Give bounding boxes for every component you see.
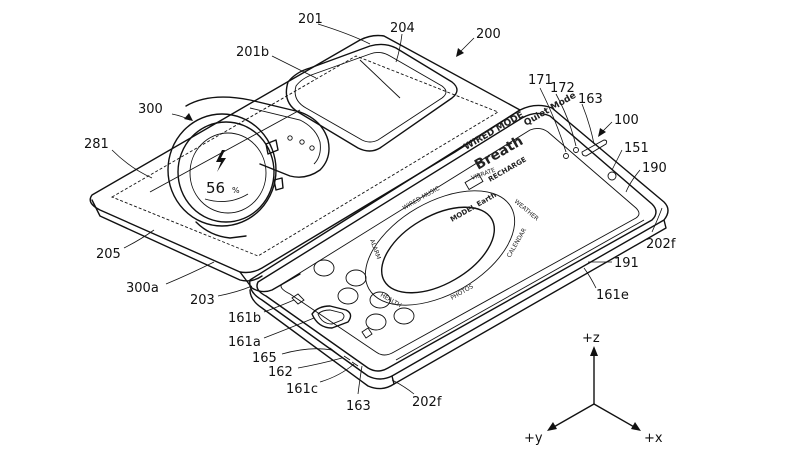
label-202f-right: 202f — [646, 237, 676, 252]
label-201b: 201b — [236, 45, 269, 60]
label-281: 281 — [84, 137, 109, 152]
label-300: 300 — [138, 102, 163, 117]
lightning-icon — [216, 150, 226, 172]
app-icon-3 — [337, 287, 359, 305]
label-100: 100 — [614, 113, 639, 128]
ring-label-5: HEALTH — [379, 292, 403, 310]
axis-z-label: +z — [582, 331, 600, 346]
label-171: 171 — [528, 73, 553, 88]
app-icon-2 — [345, 269, 367, 287]
smart-watch: 56 % — [167, 96, 330, 239]
app-icon-4 — [369, 291, 391, 309]
app-icon-5 — [393, 307, 415, 325]
ring-label-6: ALARM — [368, 238, 382, 260]
x-arrow — [631, 422, 641, 431]
label-300a: 300a — [126, 281, 159, 296]
app-icon-1 — [313, 259, 335, 277]
label-161b: 161b — [228, 311, 261, 326]
axis-gizmo: +z +y +x — [524, 331, 663, 446]
label-165: 165 — [252, 351, 277, 366]
z-arrow — [590, 346, 598, 356]
reference-labels: 201 204 200 201b 300 281 205 300a 203 16… — [84, 12, 676, 414]
ring-label-2: WEATHER — [513, 198, 540, 222]
label-203: 203 — [190, 293, 215, 308]
label-200: 200 — [476, 27, 501, 42]
label-190: 190 — [642, 161, 667, 176]
label-202f-bottom: 202f — [412, 395, 442, 410]
label-172: 172 — [550, 81, 575, 96]
label-161c: 161c — [286, 382, 318, 397]
ring-label-4: PHOTOS — [450, 283, 475, 302]
label-161e: 161e — [596, 288, 629, 303]
cover-flap — [89, 34, 521, 293]
label-162: 162 — [268, 365, 293, 380]
label-191: 191 — [614, 256, 639, 271]
watch-percent-unit: % — [232, 186, 240, 195]
label-204: 204 — [390, 21, 415, 36]
axis-x-label: +x — [644, 431, 663, 446]
label-163-top: 163 — [578, 92, 603, 107]
axis-y-label: +y — [524, 431, 543, 446]
label-163-bottom: 163 — [346, 399, 371, 414]
y-arrow — [547, 422, 557, 431]
label-205: 205 — [96, 247, 121, 262]
watch-percent: 56 — [206, 179, 225, 197]
label-151: 151 — [624, 141, 649, 156]
app-icon-6 — [365, 313, 387, 331]
phone-screen-ui: WIRED MODE Quiet Mode Breath RECHARGE MO… — [313, 91, 578, 331]
label-201: 201 — [298, 12, 323, 27]
label-161a: 161a — [228, 335, 261, 350]
leader-lines — [111, 23, 663, 395]
